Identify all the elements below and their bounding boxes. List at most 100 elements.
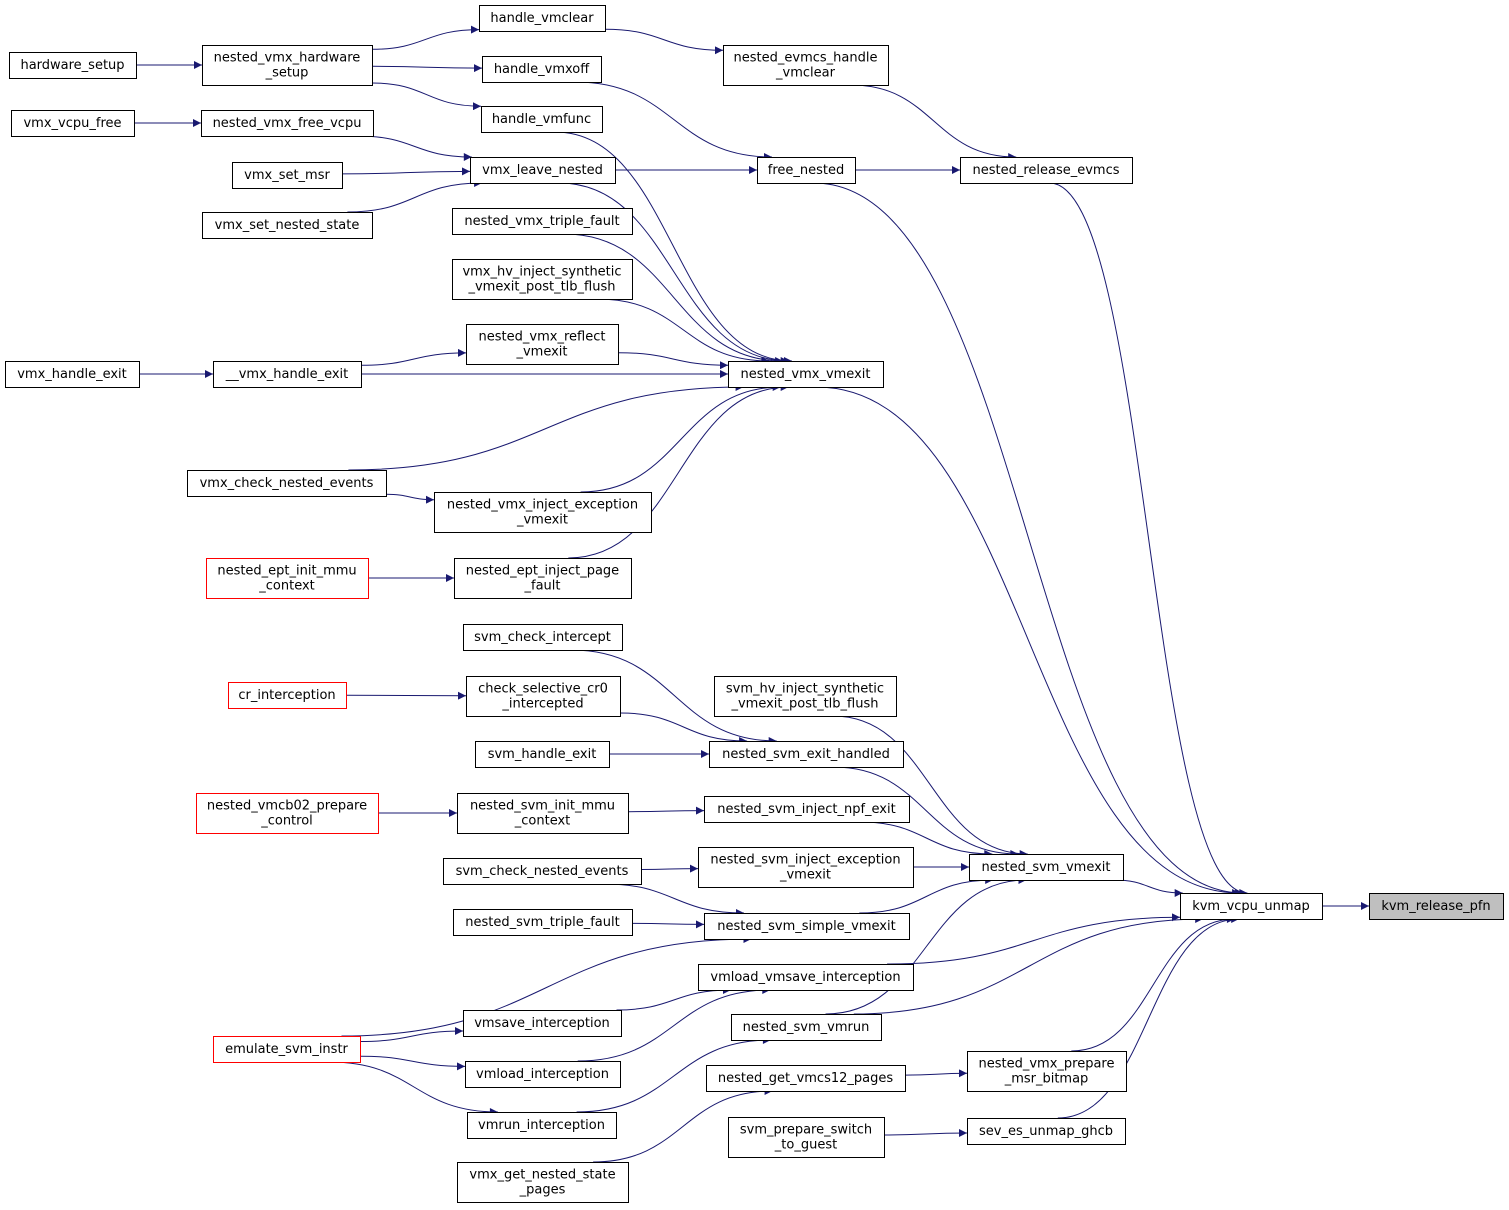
- edge-svm-check-nested-events-to-nested-svm-inject-exception-vmexit: [640, 864, 699, 873]
- node-vmx-handle-exit[interactable]: vmx_handle_exit: [5, 361, 140, 388]
- node-handle-vmfunc[interactable]: handle_vmfunc: [481, 106, 603, 133]
- node-box: [463, 624, 623, 651]
- node-nested-ept-init-mmu-context[interactable]: nested_ept_init_mmu_context: [206, 558, 369, 599]
- node-kvm-vcpu-unmap[interactable]: kvm_vcpu_unmap: [1180, 893, 1323, 920]
- node-label: nested_vmx_reflect: [479, 330, 606, 345]
- node-box: [202, 45, 373, 86]
- node-label: nested_vmcb02_prepare: [207, 799, 367, 814]
- node-vmx-vcpu-free[interactable]: vmx_vcpu_free: [11, 110, 135, 137]
- node-check-selective-cr0-intercepted[interactable]: check_selective_cr0_intercepted: [466, 676, 621, 717]
- node-box: [457, 1162, 629, 1203]
- node-vmx-get-nested-state-pages[interactable]: vmx_get_nested_state_pages: [457, 1162, 629, 1203]
- node-box: [704, 913, 910, 940]
- node-nested-vmx-hardware-setup[interactable]: nested_vmx_hardware_setup: [202, 45, 373, 86]
- node-vmx-leave-nested[interactable]: vmx_leave_nested: [470, 157, 616, 184]
- node-vmload-vmsave-interception[interactable]: vmload_vmsave_interception: [698, 964, 914, 991]
- node-nested-vmx-reflect-vmexit[interactable]: nested_vmx_reflect_vmexit: [466, 324, 619, 365]
- node-free-nested[interactable]: free_nested: [757, 157, 856, 184]
- node-label: nested_vmx_hardware: [214, 51, 361, 66]
- node-label: _fault: [524, 579, 561, 594]
- node-box: [960, 157, 1133, 184]
- node-svm-hv-inject-synthetic[interactable]: svm_hv_inject_synthetic_vmexit_post_tlb_…: [714, 676, 897, 717]
- node-label: __vmx_handle_exit: [225, 367, 349, 382]
- edge-nested-svm-init-mmu-context-to-nested-svm-inject-npf-exit: [627, 806, 705, 815]
- node-box: [969, 854, 1124, 881]
- node-nested-svm-exit-handled[interactable]: nested_svm_exit_handled: [709, 741, 904, 768]
- node-svm-check-nested-events[interactable]: svm_check_nested_events: [443, 858, 642, 885]
- node-vmrun-interception[interactable]: vmrun_interception: [467, 1112, 617, 1139]
- node-nested-svm-inject-exception-vmexit[interactable]: nested_svm_inject_exception_vmexit: [698, 847, 914, 888]
- node-cr-interception[interactable]: cr_interception: [228, 682, 347, 709]
- node-label: svm_hv_inject_synthetic: [726, 682, 884, 697]
- node-box: [1369, 893, 1504, 920]
- node-nested-svm-vmrun[interactable]: nested_svm_vmrun: [731, 1014, 882, 1041]
- edge-sev-es-unmap-ghcb-to-kvm-vcpu-unmap: [1057, 915, 1240, 1119]
- node-nested-svm-inject-npf-exit[interactable]: nested_svm_inject_npf_exit: [704, 796, 910, 823]
- node-nested-vmx-prepare-msr-bitmap[interactable]: nested_vmx_prepare_msr_bitmap: [967, 1051, 1127, 1092]
- node-nested-vmx-vmexit[interactable]: nested_vmx_vmexit: [728, 361, 884, 388]
- node-label: _to_guest: [774, 1138, 837, 1153]
- node-nested-evmcs-handle-vmclear[interactable]: nested_evmcs_handle_vmclear: [723, 45, 889, 86]
- node-box: [201, 110, 374, 137]
- edge-nested-evmcs-handle-vmclear-to-nested-release-evmcs: [851, 84, 1017, 161]
- node-handle-vmclear[interactable]: handle_vmclear: [479, 5, 606, 32]
- node-svm-handle-exit[interactable]: svm_handle_exit: [475, 741, 610, 768]
- node-box: [1180, 893, 1323, 920]
- node-nested-vmx-free-vcpu[interactable]: nested_vmx_free_vcpu: [201, 110, 374, 137]
- node-label: nested_vmx_prepare: [979, 1057, 1115, 1072]
- edge-vmload-interception-to-vmload-vmsave-interception: [577, 986, 771, 1062]
- node-sev-es-unmap-ghcb[interactable]: sev_es_unmap_ghcb: [967, 1118, 1126, 1145]
- node-nested-svm-triple-fault[interactable]: nested_svm_triple_fault: [453, 909, 633, 936]
- node-nested-svm-vmexit[interactable]: nested_svm_vmexit: [969, 854, 1124, 881]
- edge-nested-ept-inject-page-fault-to-nested-vmx-vmexit: [568, 383, 789, 559]
- edge-vmx-check-nested-events-to-nested-vmx-inject-exception-vmexit: [385, 493, 435, 504]
- node-svm-check-intercept[interactable]: svm_check_intercept: [463, 624, 623, 651]
- edge-vmload-vmsave-interception-to-kvm-vcpu-unmap: [887, 913, 1181, 965]
- node-kvm-release-pfn[interactable]: kvm_release_pfn: [1369, 893, 1504, 920]
- node-vmx-handle-exit[interactable]: __vmx_handle_exit: [213, 361, 362, 388]
- node-vmsave-interception[interactable]: vmsave_interception: [463, 1010, 622, 1037]
- edge-svm-check-intercept-to-nested-svm-exit-handled: [571, 649, 777, 745]
- node-vmx-set-nested-state[interactable]: vmx_set_nested_state: [202, 212, 373, 239]
- node-nested-svm-init-mmu-context[interactable]: nested_svm_init_mmu_context: [457, 793, 629, 834]
- node-vmx-hv-inject-synthetic[interactable]: vmx_hv_inject_synthetic_vmexit_post_tlb_…: [452, 259, 633, 300]
- node-box: [706, 1065, 906, 1092]
- edge-emulate-svm-instr-to-vmsave-interception: [359, 1027, 464, 1042]
- node-nested-ept-inject-page-fault[interactable]: nested_ept_inject_page_fault: [454, 558, 632, 599]
- node-nested-vmx-inject-exception-vmexit[interactable]: nested_vmx_inject_exception_vmexit: [434, 492, 652, 533]
- node-nested-vmcb02-prepare-control[interactable]: nested_vmcb02_prepare_control: [196, 793, 379, 834]
- node-box: [206, 558, 369, 599]
- node-box: [454, 558, 632, 599]
- edge-vmx-handle-exit-to-nested-vmx-reflect-vmexit: [360, 348, 467, 366]
- edge-check-selective-cr0-intercepted-to-nested-svm-exit-handled: [619, 712, 748, 745]
- node-label: vmx_leave_nested: [482, 163, 603, 178]
- node-box: [731, 1014, 882, 1041]
- node-box: [452, 259, 633, 300]
- node-label: svm_check_intercept: [474, 630, 611, 645]
- node-box: [452, 208, 633, 235]
- node-box: [9, 52, 137, 79]
- node-vmx-check-nested-events[interactable]: vmx_check_nested_events: [187, 470, 387, 497]
- node-box: [213, 361, 362, 388]
- node-box: [463, 1010, 622, 1037]
- node-emulate-svm-instr[interactable]: emulate_svm_instr: [213, 1036, 361, 1063]
- node-label: emulate_svm_instr: [225, 1042, 348, 1057]
- edge-nested-svm-inject-npf-exit-to-nested-svm-vmexit: [860, 821, 993, 858]
- node-hardware-setup[interactable]: hardware_setup: [9, 52, 137, 79]
- edge-nested-svm-vmrun-to-nested-svm-vmexit: [825, 876, 1027, 1015]
- node-handle-vmxoff[interactable]: handle_vmxoff: [482, 56, 602, 83]
- edge-free-nested-to-kvm-vcpu-unmap: [813, 182, 1244, 897]
- node-label: vmx_get_nested_state: [469, 1168, 615, 1183]
- edge-vmx-get-nested-state-pages-to-nested-get-vmcs12-pages: [593, 1087, 773, 1163]
- node-nested-vmx-triple-fault[interactable]: nested_vmx_triple_fault: [452, 208, 633, 235]
- edge-vmx-set-nested-state-to-vmx-leave-nested: [347, 179, 483, 213]
- node-vmload-interception[interactable]: vmload_interception: [465, 1061, 621, 1088]
- node-label: nested_svm_triple_fault: [465, 915, 619, 930]
- node-nested-svm-simple-vmexit[interactable]: nested_svm_simple_vmexit: [704, 913, 910, 940]
- node-vmx-set-msr[interactable]: vmx_set_msr: [232, 162, 343, 189]
- node-nested-get-vmcs12-pages[interactable]: nested_get_vmcs12_pages: [706, 1065, 906, 1092]
- node-svm-prepare-switch-to-guest[interactable]: svm_prepare_switch_to_guest: [728, 1117, 885, 1158]
- node-label: free_nested: [768, 163, 845, 178]
- node-label: vmsave_interception: [474, 1016, 610, 1031]
- node-nested-release-evmcs[interactable]: nested_release_evmcs: [960, 157, 1133, 184]
